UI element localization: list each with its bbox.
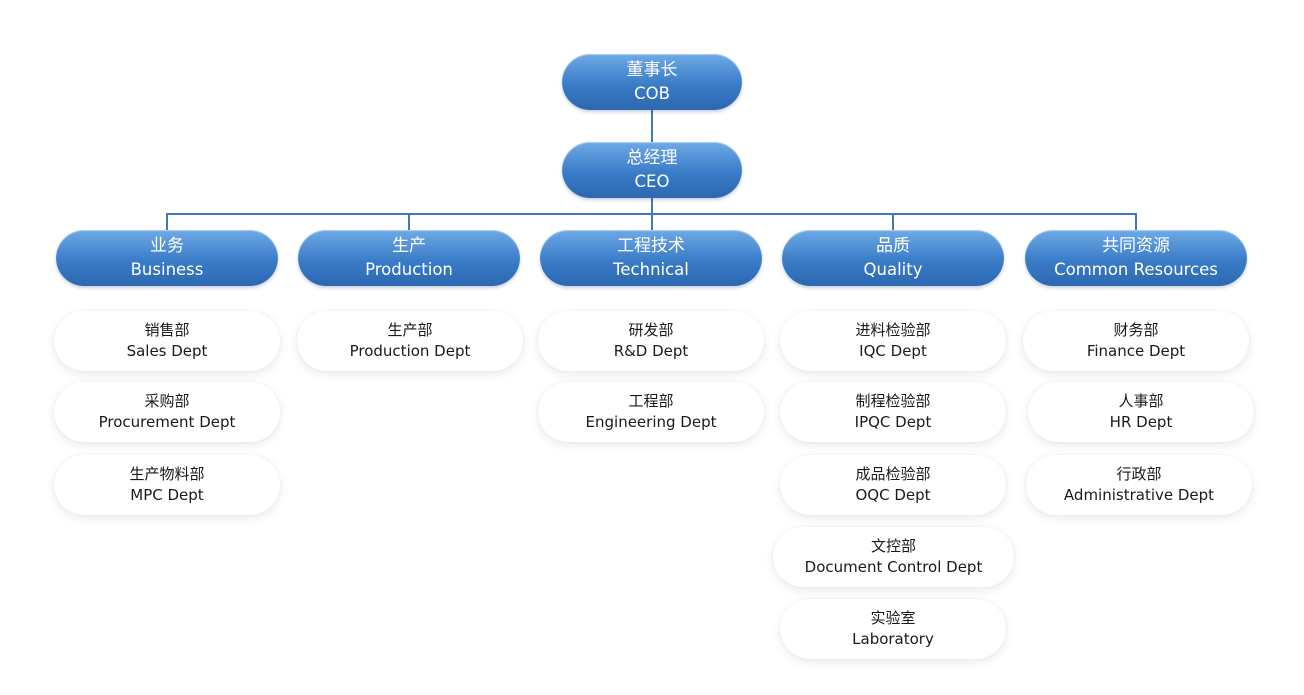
dept-label-zh: 共同资源 [1102,236,1170,256]
unit-card-hr: 人事部 HR Dept [1028,382,1254,442]
dept-label-zh: 工程技术 [617,236,685,256]
dept-label-en: Business [130,260,204,279]
unit-card-iqc: 进料检验部 IQC Dept [780,311,1006,371]
unit-label-zh: 销售部 [144,321,190,339]
node-dept-production: 生产 Production [298,230,520,286]
node-cob-zh: 董事长 [626,60,678,80]
node-dept-technical: 工程技术 Technical [540,230,762,286]
node-ceo: 总经理 CEO [562,142,742,198]
unit-label-zh: 采购部 [144,392,190,410]
node-dept-common-resources: 共同资源 Common Resources [1025,230,1247,286]
unit-label-en: Procurement Dept [98,413,236,431]
unit-label-zh: 实验室 [870,609,916,627]
unit-label-en: Finance Dept [1086,342,1186,360]
unit-card-finance: 财务部 Finance Dept [1023,311,1249,371]
unit-card-mpc: 生产物料部 MPC Dept [54,455,280,515]
unit-label-en: Sales Dept [126,342,208,360]
unit-label-en: OQC Dept [855,486,931,504]
unit-label-en: Production Dept [349,342,471,360]
node-dept-business: 业务 Business [56,230,278,286]
unit-card-document-control: 文控部 Document Control Dept [773,527,1014,587]
unit-label-en: Engineering Dept [585,413,717,431]
unit-card-production: 生产部 Production Dept [297,311,523,371]
unit-label-zh: 制程检验部 [855,392,931,410]
unit-card-ipqc: 制程检验部 IPQC Dept [780,382,1006,442]
unit-label-zh: 财务部 [1113,321,1159,339]
unit-label-en: Laboratory [852,630,934,648]
unit-card-sales: 销售部 Sales Dept [54,311,280,371]
node-ceo-en: CEO [634,172,670,191]
node-cob-en: COB [634,84,670,103]
unit-label-zh: 生产物料部 [129,465,205,483]
unit-label-zh: 文控部 [870,537,916,555]
dept-label-en: Production [365,260,453,279]
node-cob: 董事长 COB [562,54,742,110]
unit-card-engineering: 工程部 Engineering Dept [538,382,764,442]
unit-label-zh: 研发部 [628,321,674,339]
unit-card-procurement: 采购部 Procurement Dept [54,382,280,442]
unit-card-administrative: 行政部 Administrative Dept [1026,455,1252,515]
unit-label-zh: 人事部 [1118,392,1164,410]
unit-label-zh: 生产部 [387,321,433,339]
unit-label-zh: 成品检验部 [855,465,931,483]
unit-label-en: IPQC Dept [854,413,932,431]
dept-label-en: Common Resources [1054,260,1218,279]
unit-label-en: R&D Dept [613,342,689,360]
unit-card-rnd: 研发部 R&D Dept [538,311,764,371]
unit-label-en: Document Control Dept [804,558,983,576]
unit-label-en: HR Dept [1109,413,1173,431]
dept-label-zh: 生产 [392,236,426,256]
dept-label-zh: 业务 [150,236,184,256]
unit-label-zh: 进料检验部 [855,321,931,339]
unit-card-oqc: 成品检验部 OQC Dept [780,455,1006,515]
unit-label-en: Administrative Dept [1063,486,1215,504]
unit-label-zh: 行政部 [1116,465,1162,483]
unit-card-laboratory: 实验室 Laboratory [780,599,1006,659]
dept-label-en: Quality [863,260,923,279]
node-dept-quality: 品质 Quality [782,230,1004,286]
node-ceo-zh: 总经理 [626,148,678,168]
dept-label-zh: 品质 [876,236,910,256]
dept-label-en: Technical [613,260,689,279]
unit-label-en: IQC Dept [859,342,927,360]
unit-label-zh: 工程部 [628,392,674,410]
unit-label-en: MPC Dept [130,486,204,504]
